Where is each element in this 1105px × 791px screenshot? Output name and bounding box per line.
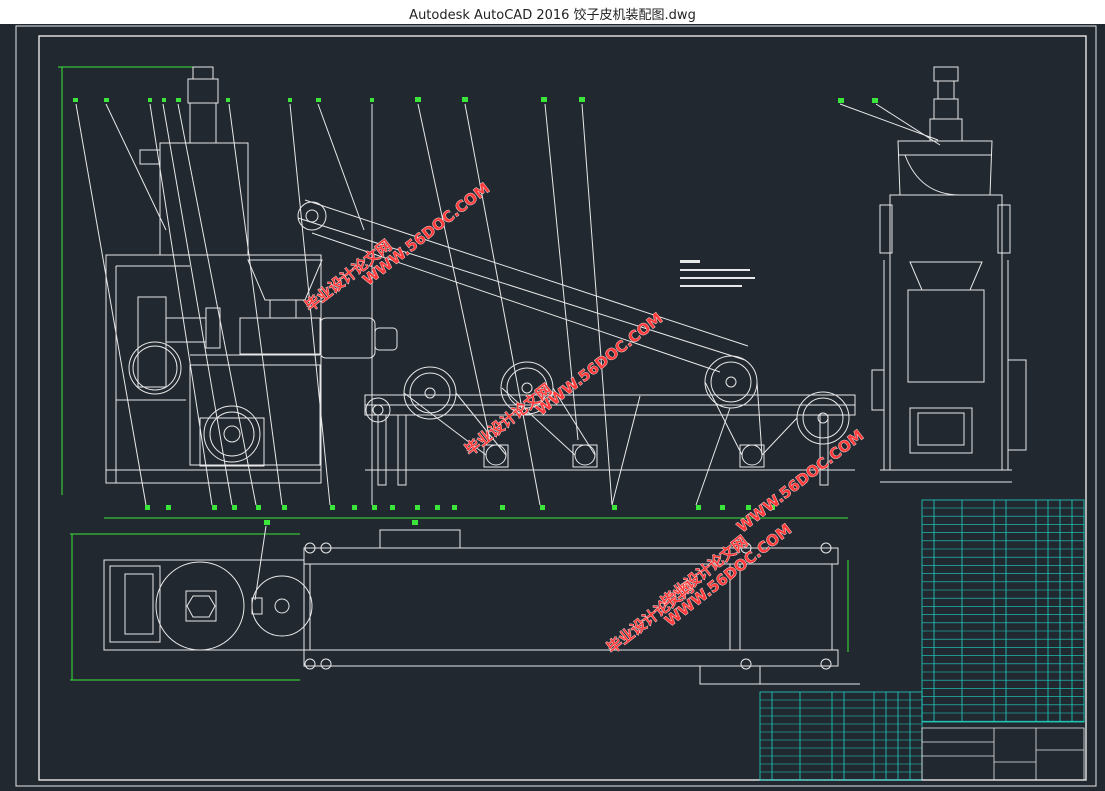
drawing-svg: WWW.56DOC.COM 毕业设计论文网 WWW.56DOC.COM 毕业设计…	[15, 25, 1097, 787]
side-view	[839, 66, 1027, 483]
window-title: Autodesk AutoCAD 2016 饺子皮机装配图.dwg	[409, 8, 696, 23]
title-block	[921, 727, 1085, 781]
parts-list-rows-lower	[760, 699, 922, 781]
top-view	[70, 525, 860, 685]
outer-border	[15, 25, 1097, 787]
watermark-url-4: WWW.56DOC.COM	[733, 426, 867, 536]
parts-list-table	[921, 499, 1085, 723]
inner-border	[38, 35, 1087, 781]
parts-list-table-lower	[759, 691, 923, 781]
leader-tags	[73, 97, 878, 525]
technical-notes	[680, 260, 755, 287]
parts-list-rows	[922, 507, 1084, 722]
watermark-url-1: WWW.56DOC.COM	[359, 179, 493, 289]
watermark-url-3: WWW.56DOC.COM	[661, 520, 795, 630]
front-view	[58, 66, 856, 519]
drawing-canvas[interactable]: WWW.56DOC.COM 毕业设计论文网 WWW.56DOC.COM 毕业设计…	[0, 24, 1105, 791]
window-titlebar: Autodesk AutoCAD 2016 饺子皮机装配图.dwg	[0, 0, 1105, 25]
watermark-url-2: WWW.56DOC.COM	[532, 309, 666, 419]
